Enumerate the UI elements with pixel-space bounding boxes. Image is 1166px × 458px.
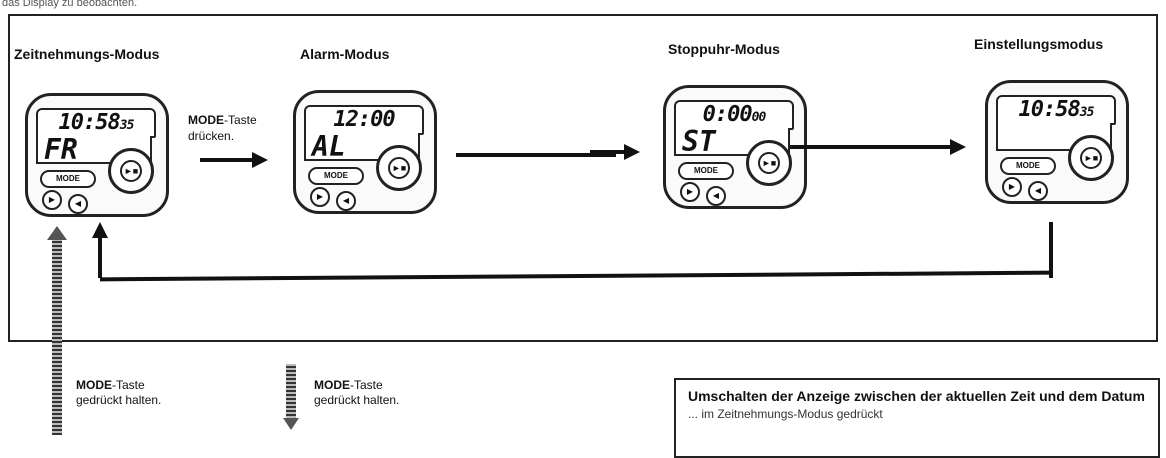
header-text: das Display zu beobachten.	[2, 0, 138, 9]
arrow-4-line	[790, 145, 950, 149]
watch-display-top: 10:5835	[996, 95, 1116, 125]
hold-mode-label-1: MODE-Taste gedrückt halten.	[76, 378, 161, 408]
frame-left-border	[8, 14, 10, 342]
watch-stopwatch: 0:0000 ST MODE ►■ ▶ ◀	[663, 85, 807, 209]
key-suffix: -Taste	[112, 378, 145, 392]
arrow-3-line	[590, 150, 624, 154]
hold-arrow-1-head	[47, 226, 67, 240]
mode-button: MODE	[308, 167, 364, 185]
mode-title-setting: Einstellungsmodus	[974, 36, 1104, 52]
play-stop-icon: ►■	[758, 152, 780, 174]
mode-title-stopwatch: Stoppuhr-Modus	[668, 41, 780, 57]
hold-instruction: gedrückt halten.	[76, 393, 162, 407]
start-stop-ring: ►■	[1068, 135, 1114, 181]
info-box: Umschalten der Anzeige zwischen der aktu…	[674, 378, 1160, 458]
hold-arrow-2	[286, 364, 296, 420]
hold-arrow-2-head	[283, 418, 299, 430]
play-stop-icon: ►■	[1080, 147, 1102, 169]
forward-icon: ▶	[310, 187, 330, 207]
mode-button: MODE	[678, 162, 734, 180]
return-line-horizontal	[100, 270, 1053, 282]
return-line-vertical-right	[1049, 222, 1053, 278]
watch-display-top: 10:5835	[36, 108, 156, 138]
mode-title-timekeeping: Zeitnehmungs-Modus	[14, 46, 160, 62]
back-icon: ◀	[706, 186, 726, 206]
hold-instruction: gedrückt halten.	[314, 393, 400, 407]
mode-key: MODE	[188, 113, 224, 127]
info-box-title: Umschalten der Anzeige zwischen der aktu…	[688, 388, 1145, 404]
back-icon: ◀	[68, 194, 88, 214]
return-arrow-head	[92, 222, 108, 238]
watch-display-top: 0:0000	[674, 100, 794, 130]
start-stop-ring: ►■	[746, 140, 792, 186]
frame-top-border	[8, 14, 1158, 16]
mode-button: MODE	[40, 170, 96, 188]
arrow-2-line	[456, 153, 616, 157]
forward-icon: ▶	[680, 182, 700, 202]
watch-timekeeping: 10:5835 FR MODE ►■ ▶ ◀	[25, 93, 169, 217]
start-stop-ring: ►■	[376, 145, 422, 191]
arrow-1-line	[200, 158, 252, 162]
hold-mode-label-2: MODE-Taste gedrückt halten.	[314, 378, 399, 408]
arrow-1-head	[252, 152, 268, 168]
mode-button: MODE	[1000, 157, 1056, 175]
frame-bottom-border	[8, 340, 1158, 342]
play-stop-icon: ►■	[388, 157, 410, 179]
forward-icon: ▶	[42, 190, 62, 210]
start-stop-ring: ►■	[108, 148, 154, 194]
arrow-3-head	[624, 144, 640, 160]
arrow-4-head	[950, 139, 966, 155]
mode-title-alarm: Alarm-Modus	[300, 46, 390, 62]
press-instruction: drücken.	[188, 129, 235, 143]
watch-setting: 10:5835 MODE ►■ ▶ ◀	[985, 80, 1129, 204]
frame-right-border	[1156, 14, 1158, 342]
watch-display-top: 12:00	[304, 105, 424, 135]
hold-arrow-1	[52, 236, 62, 435]
back-icon: ◀	[336, 191, 356, 211]
back-icon: ◀	[1028, 181, 1048, 201]
info-box-partial-text: ... im Zeitnehmungs-Modus gedrückt	[688, 407, 883, 421]
key-suffix: -Taste	[350, 378, 383, 392]
key-suffix: -Taste	[224, 113, 257, 127]
mode-key: MODE	[314, 378, 350, 392]
forward-icon: ▶	[1002, 177, 1022, 197]
press-mode-label: MODE-Taste drücken.	[188, 112, 257, 144]
play-stop-icon: ►■	[120, 160, 142, 182]
watch-alarm: 12:00 AL MODE ►■ ▶ ◀	[293, 90, 437, 214]
return-line-vertical-left	[98, 238, 102, 278]
mode-key: MODE	[76, 378, 112, 392]
